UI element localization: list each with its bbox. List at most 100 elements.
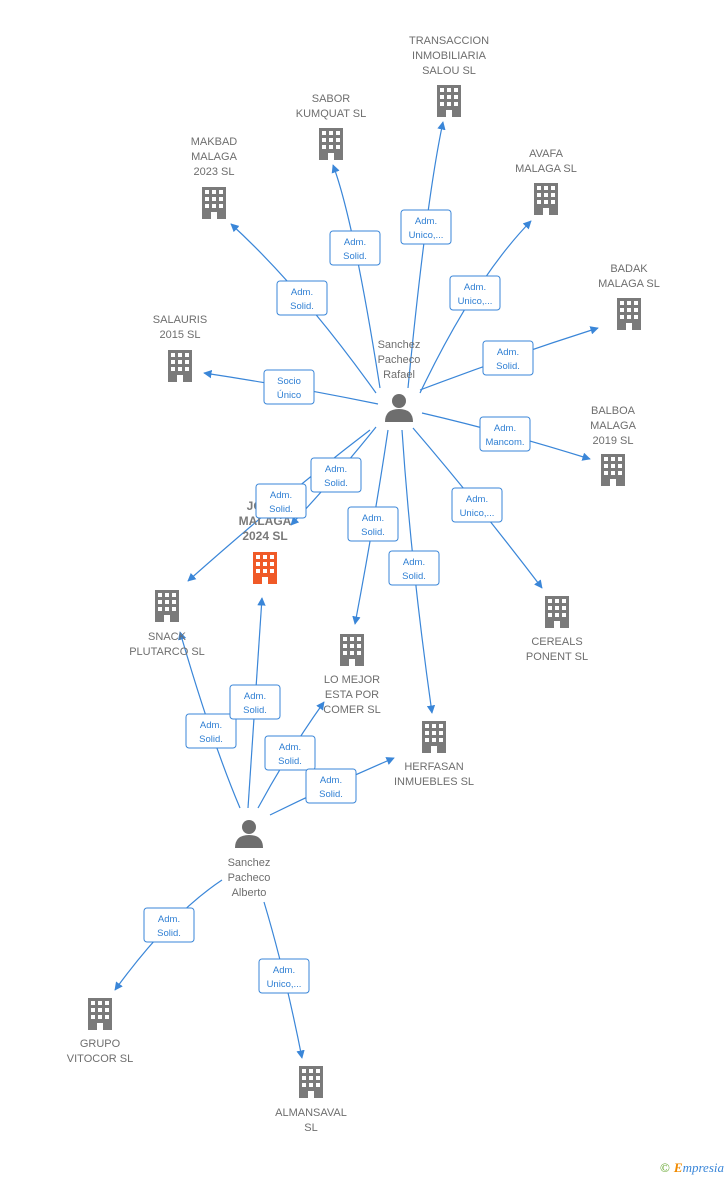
relation-label-alberto-grupo[interactable]: Adm.Solid. bbox=[143, 907, 195, 943]
node-label-line: AVAFA bbox=[529, 148, 563, 160]
relation-label-text: Solid. bbox=[496, 361, 520, 372]
building-icon bbox=[617, 298, 641, 330]
edge-rafael-sabor bbox=[331, 164, 381, 389]
relation-label-rafael-transaccion[interactable]: Adm.Unico,... bbox=[400, 209, 452, 245]
node-label-line: PONENT SL bbox=[526, 651, 588, 663]
relation-label-text: Adm. bbox=[466, 494, 488, 505]
relation-label-box bbox=[276, 280, 328, 316]
node-label-line: 2015 SL bbox=[160, 329, 201, 341]
relation-label-box bbox=[310, 457, 362, 493]
building-icon bbox=[155, 590, 179, 622]
node-label-line: Pacheco bbox=[378, 354, 421, 366]
relation-label-text: Adm. bbox=[279, 742, 301, 753]
relation-label-box bbox=[263, 369, 315, 405]
brand-initial: E bbox=[673, 1160, 683, 1175]
relation-label-text: Solid. bbox=[157, 928, 181, 939]
relation-label-text: Adm. bbox=[494, 423, 516, 434]
relation-label-rafael-balboa[interactable]: Adm. Mancom. bbox=[479, 416, 531, 452]
node-label-line: INMOBILIARIA bbox=[412, 50, 487, 62]
relation-label-text: Solid. bbox=[343, 251, 367, 262]
relation-label-box bbox=[255, 483, 307, 519]
relation-label-text: Adm. bbox=[320, 775, 342, 786]
node-label-line: VITOCOR SL bbox=[67, 1053, 133, 1065]
relation-label-text: Adm. bbox=[497, 347, 519, 358]
node-label-line: 2024 SL bbox=[242, 529, 287, 543]
node-label-line: SL bbox=[304, 1122, 317, 1134]
building-icon bbox=[534, 183, 558, 215]
building-icon bbox=[253, 552, 277, 584]
node-label-line: SALAURIS bbox=[153, 314, 207, 326]
node-label-line: Pacheco bbox=[228, 872, 271, 884]
relation-label-alberto-jobdi[interactable]: Adm.Solid. bbox=[229, 684, 281, 720]
person-icon bbox=[385, 394, 413, 422]
node-label-line: MALAGA bbox=[590, 420, 637, 432]
relation-label-text: Adm. bbox=[273, 965, 295, 976]
relation-label-box bbox=[388, 550, 440, 586]
relation-label-text: Solid. bbox=[278, 756, 302, 767]
relation-label-text: Adm. bbox=[403, 557, 425, 568]
node-label-line: Rafael bbox=[383, 369, 415, 381]
brand-footer: ©Empresia bbox=[660, 1160, 724, 1176]
relation-label-box bbox=[347, 506, 399, 542]
relation-label-text: Unico,... bbox=[460, 508, 495, 519]
node-label-line: CEREALS bbox=[531, 636, 582, 648]
building-icon bbox=[202, 187, 226, 219]
relation-label-rafael-snack[interactable]: Adm.Solid. bbox=[255, 483, 307, 519]
relation-label-alberto-almansaval[interactable]: Adm.Unico,... bbox=[258, 958, 310, 994]
relation-label-text: Mancom. bbox=[485, 437, 524, 448]
relation-label-rafael-makbad[interactable]: Adm. Solid. bbox=[276, 280, 328, 316]
relation-label-text: Solid. bbox=[290, 301, 314, 312]
node-label-line: SNACK bbox=[148, 631, 187, 643]
node-salauris[interactable]: SALAURIS 2015 SL bbox=[153, 314, 207, 382]
relation-label-rafael-jobdi[interactable]: Adm.Solid. bbox=[310, 457, 362, 493]
relation-label-text: Unico,... bbox=[409, 230, 444, 241]
relation-label-text: Solid. bbox=[199, 734, 223, 745]
building-icon bbox=[545, 596, 569, 628]
node-label-line: MAKBAD bbox=[191, 136, 238, 148]
node-label-line: 2023 SL bbox=[194, 166, 235, 178]
relation-label-rafael-badak[interactable]: Adm. Solid. bbox=[482, 340, 534, 376]
brand-name: mpresia bbox=[682, 1160, 724, 1175]
relation-label-text: Solid. bbox=[361, 527, 385, 538]
relation-label-rafael-sabor[interactable]: Adm. Solid. bbox=[329, 230, 381, 266]
relation-label-rafael-avafa[interactable]: Adm. Unico,... bbox=[449, 275, 501, 311]
relation-label-text: Adm. bbox=[464, 282, 486, 293]
relation-label-rafael-lomejor[interactable]: Adm.Solid. bbox=[347, 506, 399, 542]
relation-label-text: Solid. bbox=[243, 705, 267, 716]
relation-labels-layer: Adm. Unico,... Adm. Solid. Adm. Solid. Adm. Uni… bbox=[143, 209, 534, 994]
relation-label-rafael-herfasan[interactable]: Adm.Solid. bbox=[388, 550, 440, 586]
relation-label-box bbox=[264, 735, 316, 771]
building-icon bbox=[299, 1066, 323, 1098]
node-cereals[interactable]: CEREALS PONENT SL bbox=[526, 596, 588, 663]
copyright-icon: © bbox=[660, 1160, 670, 1175]
person-icon bbox=[235, 820, 263, 848]
building-icon bbox=[340, 634, 364, 666]
building-icon bbox=[88, 998, 112, 1030]
node-label-line: SABOR bbox=[312, 93, 351, 105]
relation-label-text: Solid. bbox=[319, 789, 343, 800]
node-label-line: ESTA POR bbox=[325, 689, 379, 701]
relation-label-text: Unico,... bbox=[458, 296, 493, 307]
node-label-line: BADAK bbox=[610, 263, 648, 275]
relation-label-rafael-cereals[interactable]: Adm. Unico,... bbox=[451, 487, 503, 523]
relation-label-alberto-snack[interactable]: Adm.Solid. bbox=[185, 713, 237, 749]
relation-label-text: Adm. bbox=[291, 287, 313, 298]
relation-label-text: Adm. bbox=[344, 237, 366, 248]
relation-label-alberto-lomejor[interactable]: Adm. Solid. bbox=[264, 735, 316, 771]
relation-label-alberto-herfasan[interactable]: Adm. Solid. bbox=[305, 768, 357, 804]
